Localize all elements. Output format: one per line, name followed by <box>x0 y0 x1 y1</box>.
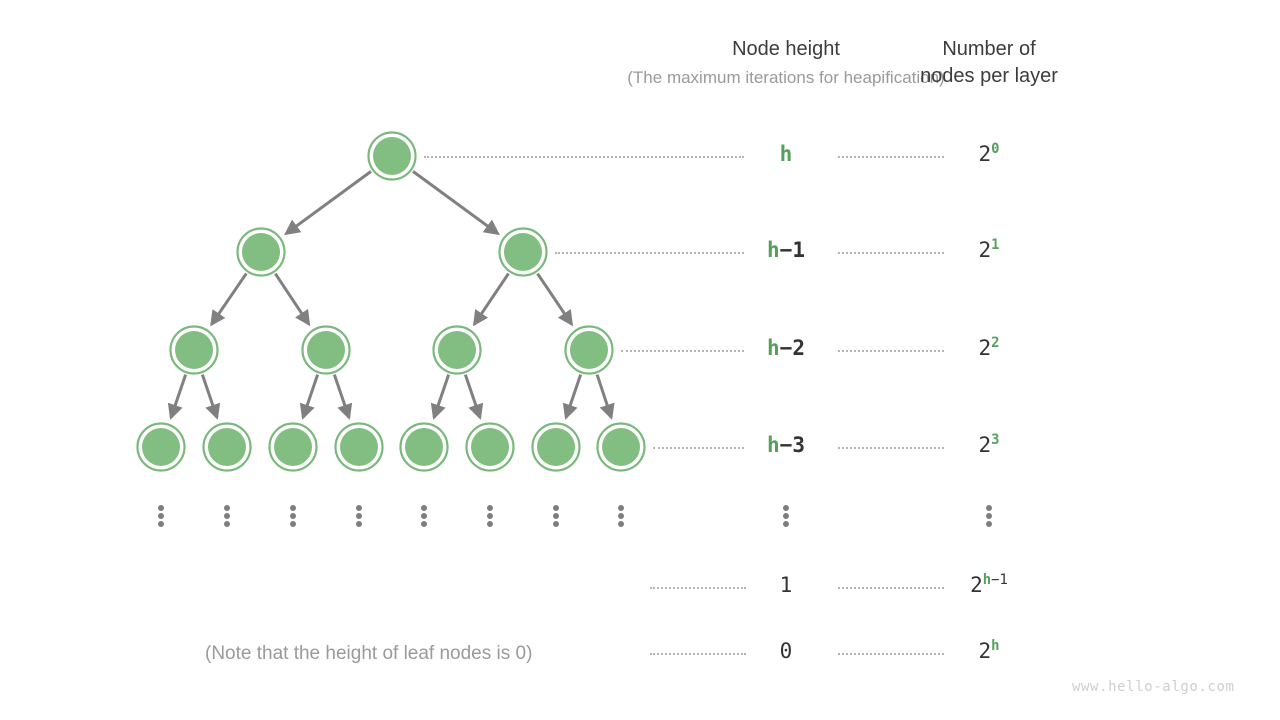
height-offset: −1 <box>779 238 805 262</box>
height-column-ellipsis <box>783 505 789 527</box>
tree-edge <box>299 374 320 420</box>
node-count-value-tail-0: 2h−1 <box>929 573 1049 597</box>
node-count-value-0: 20 <box>929 142 1049 166</box>
tree-edge <box>200 374 221 420</box>
count-base: 2 <box>978 142 992 166</box>
count-column-header: Number of nodes per layer <box>889 36 1089 90</box>
node-count-value-tail-1: 2h <box>929 639 1049 663</box>
leaf-height-note: (Note that the height of leaf nodes is 0… <box>205 643 533 664</box>
tree-ellipsis-6 <box>553 505 559 527</box>
count-base: 2 <box>978 433 992 457</box>
height-column-subtitle: (The maximum iterations for heapificatio… <box>627 68 945 87</box>
tree-node-l3-n2[interactable] <box>274 428 312 466</box>
node-height-value-2: h−2 <box>726 336 846 360</box>
tree-node-l3-n3[interactable] <box>340 428 378 466</box>
height-column-title: Node height <box>732 38 840 60</box>
height-connector-dots-2 <box>621 350 744 354</box>
node-height-value-tail-0: 1 <box>779 573 793 597</box>
tree-ellipsis-0 <box>158 505 164 527</box>
tree-node-l2-n3[interactable] <box>570 331 608 369</box>
count-column-title-line1: Number of <box>942 38 1036 60</box>
tree-nodes <box>136 131 646 472</box>
count-base: 2 <box>978 336 992 360</box>
count-exponent: 1 <box>991 237 1000 253</box>
tree-ellipsis-5 <box>487 505 493 527</box>
tree-ellipsis-2 <box>290 505 296 527</box>
tree-edges <box>167 170 615 420</box>
tree-edge <box>595 374 615 420</box>
tree-node-l0-n0[interactable] <box>373 137 411 175</box>
count-column-ellipsis <box>986 505 992 527</box>
height-symbol: h <box>767 238 780 262</box>
tree-edge <box>274 272 311 327</box>
height-connector-dots-1 <box>555 252 744 256</box>
height-connector-dots-3 <box>653 447 744 451</box>
height-column-header: Node height (The maximum iterations for … <box>386 36 1186 90</box>
height-connector-dots-0 <box>424 156 744 160</box>
count-base: 2 <box>978 639 992 663</box>
count-base: 2 <box>978 238 992 262</box>
count-exponent: 2 <box>991 335 1000 351</box>
height-connector-dots-tail-0 <box>650 587 746 591</box>
height-symbol: h <box>767 336 780 360</box>
count-exponent: 0 <box>991 141 1000 157</box>
height-symbol: h <box>767 433 780 457</box>
height-offset: −2 <box>779 336 805 360</box>
node-height-value-0: h <box>726 142 846 166</box>
tree-node-l1-n0[interactable] <box>242 233 280 271</box>
height-connector-dots-tail-1 <box>650 653 746 657</box>
count-exponent: 3 <box>991 432 1000 448</box>
tree-node-l3-n6[interactable] <box>537 428 575 466</box>
count-exponent: h−1 <box>982 572 1008 588</box>
tree-edge <box>430 374 451 420</box>
tree-edge <box>562 374 583 420</box>
tree-edge <box>167 374 188 420</box>
node-count-value-2: 22 <box>929 336 1049 360</box>
count-connector-dots-0 <box>838 156 944 160</box>
tree-node-l3-n7[interactable] <box>602 428 640 466</box>
tree-node-l3-n5[interactable] <box>471 428 509 466</box>
node-count-value-1: 21 <box>929 238 1049 262</box>
tree-node-l3-n1[interactable] <box>208 428 246 466</box>
tree-edge <box>536 272 574 327</box>
count-connector-dots-1 <box>838 252 944 256</box>
tree-edge <box>332 374 353 420</box>
tree-ellipsis-1 <box>224 505 230 527</box>
tree-ellipsis-3 <box>356 505 362 527</box>
tree-node-l3-n0[interactable] <box>142 428 180 466</box>
tree-edge <box>472 272 510 327</box>
tree-node-l2-n0[interactable] <box>175 331 213 369</box>
height-symbol: h <box>779 142 793 166</box>
tree-edge <box>210 272 248 327</box>
tree-edge <box>412 170 500 236</box>
node-count-value-3: 23 <box>929 433 1049 457</box>
height-offset: −3 <box>779 433 805 457</box>
node-height-value-tail-1: 0 <box>779 639 793 663</box>
node-height-value-3: h−3 <box>726 433 846 457</box>
tree-edge <box>284 170 372 236</box>
node-height-value-1: h−1 <box>726 238 846 262</box>
count-exponent: h <box>991 638 1000 654</box>
tree-node-l3-n4[interactable] <box>405 428 443 466</box>
site-watermark: www.hello-algo.com <box>1072 679 1235 695</box>
tree-node-l1-n1[interactable] <box>504 233 542 271</box>
tree-ellipsis-4 <box>421 505 427 527</box>
count-connector-dots-2 <box>838 350 944 354</box>
count-column-title-line2: nodes per layer <box>920 65 1058 87</box>
tree-ellipsis-7 <box>618 505 624 527</box>
count-base: 2 <box>970 573 983 597</box>
count-connector-dots-3 <box>838 447 944 451</box>
tree-node-l2-n1[interactable] <box>307 331 345 369</box>
tree-node-l2-n2[interactable] <box>438 331 476 369</box>
count-connector-dots-tail-0 <box>838 587 944 591</box>
tree-edge <box>463 374 484 420</box>
count-connector-dots-tail-1 <box>838 653 944 657</box>
